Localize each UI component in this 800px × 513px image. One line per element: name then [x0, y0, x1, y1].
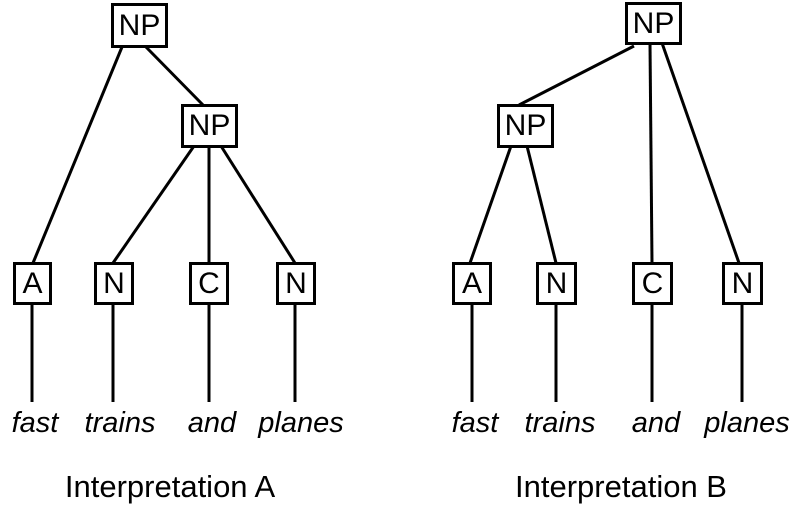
edge-b-root-to-conj: [648, 42, 654, 264]
word-b-and: and: [631, 407, 681, 439]
word-b-planes: planes: [704, 407, 790, 439]
edge-b-inner-to-noun1: [525, 145, 558, 264]
edge-b-root-to-inner: [518, 44, 635, 107]
node-a-noun1: N: [94, 262, 134, 305]
node-b-conj: C: [632, 262, 673, 305]
node-b-adj: A: [452, 262, 492, 305]
edge-a-root-to-adj: [31, 46, 124, 264]
word-b-trains: trains: [524, 407, 596, 439]
node-b-noun2: N: [722, 262, 763, 305]
word-a-planes: planes: [258, 407, 344, 439]
edge-a-inner-to-noun2: [219, 145, 297, 264]
edge-a-inner-to-noun1: [111, 145, 196, 264]
caption-interpretation-b: Interpretation B: [515, 469, 727, 504]
node-a-conj: C: [189, 262, 229, 305]
node-b-noun1: N: [536, 262, 577, 305]
node-a-root-np: NP: [111, 3, 168, 48]
edge-b-inner-to-adj: [468, 145, 513, 264]
node-a-noun2: N: [276, 262, 316, 305]
node-b-root-np: NP: [625, 2, 682, 45]
node-a-adj: A: [13, 262, 52, 305]
caption-interpretation-a: Interpretation A: [64, 469, 276, 504]
node-a-inner-np: NP: [181, 104, 238, 148]
edge-a-root-to-inner: [144, 45, 206, 108]
word-a-fast: fast: [11, 407, 59, 439]
word-a-trains: trains: [84, 407, 156, 439]
word-a-and: and: [187, 407, 237, 439]
word-b-fast: fast: [451, 407, 499, 439]
node-b-inner-np: NP: [497, 104, 554, 148]
edge-b-root-to-noun2: [660, 42, 741, 264]
